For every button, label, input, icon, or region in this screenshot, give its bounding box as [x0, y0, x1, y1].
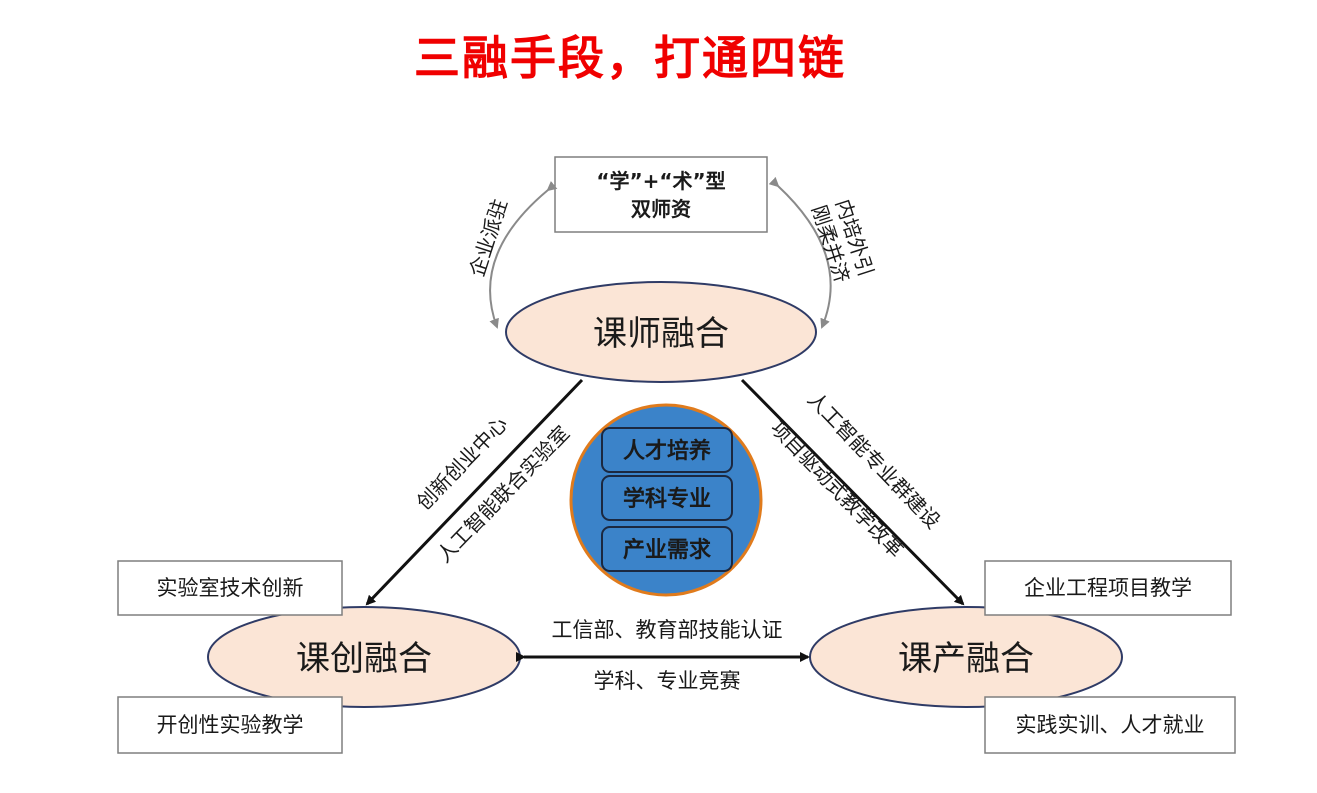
right-edge-arrow: [740, 378, 965, 606]
node-top-label: 课师融合: [593, 314, 729, 354]
dual-teacher-line1: “学”+“术”型: [596, 169, 725, 193]
left-edge-label-2: 人工智能联合实验室: [432, 421, 574, 567]
bottom-edge-label-top: 工信部、教育部技能认证: [552, 618, 783, 642]
node-right-label: 课产融合: [898, 639, 1034, 679]
dual-teacher-box: “学”+“术”型 双师资: [554, 156, 768, 233]
side-box-right-bottom-label: 实践实训、人才就业: [1016, 713, 1205, 737]
node-right-ellipse: [809, 606, 1123, 708]
side-box-left-top-label: 实验室技术创新: [157, 576, 304, 600]
center-item-3: 产业需求: [601, 526, 733, 572]
center-item-1: 人才培养: [601, 427, 733, 473]
center-item-2: 学科专业: [601, 475, 733, 521]
center-item-2-label: 学科专业: [623, 486, 711, 512]
bottom-edge-label-bottom: 学科、专业竞赛: [594, 669, 741, 693]
side-box-right-top-label: 企业工程项目教学: [1024, 576, 1192, 600]
dual-teacher-line2: 双师资: [631, 197, 691, 221]
side-box-left-bottom: 开创性实验教学: [117, 696, 343, 754]
page-title: 三融手段，打通四链: [414, 31, 846, 85]
center-item-1-label: 人才培养: [623, 438, 711, 464]
side-box-left-bottom-label: 开创性实验教学: [157, 713, 304, 737]
left-edge-arrow: [365, 378, 584, 606]
side-box-right-top: 企业工程项目教学: [984, 560, 1232, 616]
side-box-left-top: 实验室技术创新: [117, 560, 343, 616]
right-arc-arrow: [768, 176, 832, 329]
center-item-3-label: 产业需求: [623, 538, 711, 563]
node-top-ellipse: [505, 281, 817, 383]
left-arc-arrow: [489, 181, 558, 329]
side-box-right-bottom: 实践实训、人才就业: [984, 696, 1236, 754]
node-left-label: 课创融合: [296, 639, 432, 679]
